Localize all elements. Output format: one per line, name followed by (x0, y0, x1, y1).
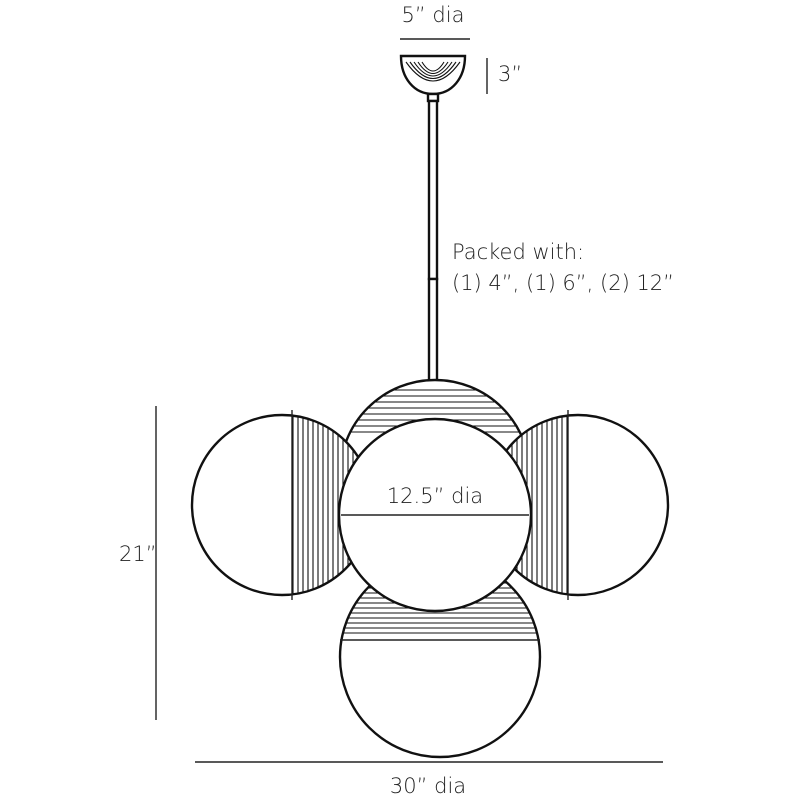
overall-diameter-label: 30” dia (390, 774, 466, 798)
packed-with-rods: (1) 4”, (1) 6”, (2) 12” (452, 271, 674, 295)
canopy (399, 54, 467, 103)
globe-diameter-label: 12.5” dia (387, 484, 483, 508)
canopy-diameter-label: 5” dia (402, 3, 465, 27)
packed-with-title: Packed with: (452, 240, 584, 264)
left-globe (190, 410, 374, 600)
stem (427, 99, 439, 412)
overall-height-label: 21” (119, 542, 157, 566)
front-center-globe: 12.5” dia (337, 417, 533, 613)
canopy-height-label: 3” (498, 62, 522, 86)
